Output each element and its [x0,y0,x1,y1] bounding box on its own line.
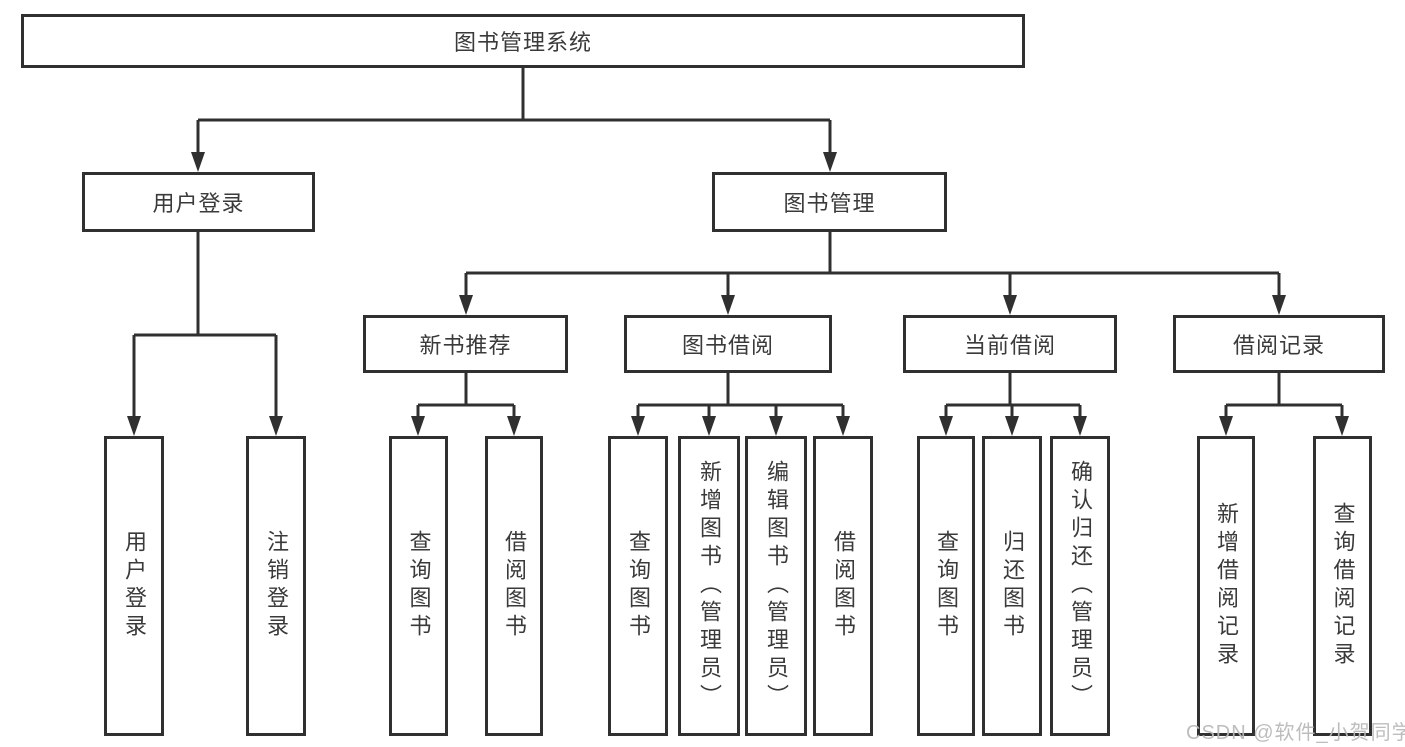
node-label: 图书管理系统 [453,30,592,55]
leaf-label: 查询图书 [934,530,959,642]
node-label: 图书管理 [783,191,876,216]
node-book-borrow: 图书借阅 [624,315,832,373]
leaf-borrow-edit-books-admin: 编辑图书（管理员） [745,436,807,736]
leaf-current-confirm-return-admin: 确认归还（管理员） [1050,436,1110,736]
leaf-label: 新增图书（管理员） [697,460,722,712]
leaf-label: 借阅图书 [502,530,527,642]
leaf-label: 编辑图书（管理员） [764,460,789,712]
leaf-borrow-add-books-admin: 新增图书（管理员） [678,436,740,736]
node-label: 新书推荐 [419,333,512,358]
leaf-label: 查询借阅记录 [1330,502,1356,670]
node-borrow-record: 借阅记录 [1173,315,1385,373]
leaf-label: 查询图书 [406,530,432,642]
leaf-label: 注销登录 [264,530,289,642]
leaf-borrow-borrow-books: 借阅图书 [813,436,873,736]
leaf-borrow-query-books: 查询图书 [608,436,668,736]
node-user-login: 用户登录 [82,172,315,232]
leaf-record-query-borrow-record: 查询借阅记录 [1313,436,1372,736]
leaf-label: 归还图书 [1000,530,1025,642]
node-new-book-recommend: 新书推荐 [363,315,568,373]
node-root-library-system: 图书管理系统 [21,14,1025,68]
node-current-borrow: 当前借阅 [903,315,1117,373]
leaf-label: 借阅图书 [831,530,856,642]
leaf-label: 查询图书 [626,530,651,642]
node-label: 当前借阅 [963,333,1056,358]
leaf-label: 用户登录 [122,530,147,642]
node-label: 图书借阅 [681,333,774,358]
leaf-newbook-query-books: 查询图书 [389,436,448,736]
leaf-label: 确认归还（管理员） [1068,460,1093,712]
node-label: 用户登录 [152,191,245,216]
leaf-logout: 注销登录 [246,436,306,736]
leaf-user-login: 用户登录 [104,436,164,736]
leaf-label: 新增借阅记录 [1214,502,1239,670]
node-label: 借阅记录 [1232,333,1325,358]
leaf-record-add-borrow-record: 新增借阅记录 [1197,436,1255,736]
node-book-management: 图书管理 [712,172,947,232]
leaf-newbook-borrow-books: 借阅图书 [485,436,543,736]
leaf-current-query-books: 查询图书 [917,436,975,736]
leaf-current-return-books: 归还图书 [982,436,1042,736]
csdn-watermark: CSDN @软件_小贺同学 [1186,722,1405,744]
